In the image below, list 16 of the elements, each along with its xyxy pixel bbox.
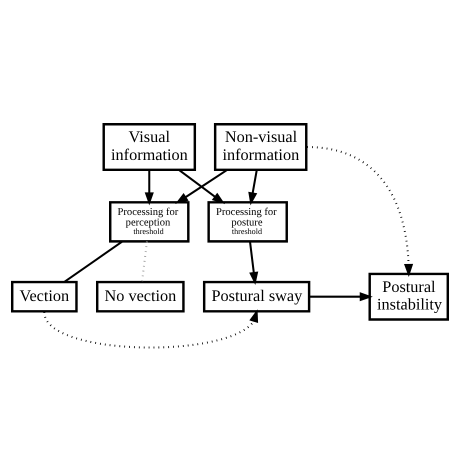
node-box: No vection bbox=[96, 280, 185, 313]
connector bbox=[64, 240, 123, 283]
node-box: Postural sway bbox=[202, 280, 310, 313]
arrow bbox=[307, 146, 414, 277]
node-box: Processing for perception threshold bbox=[109, 201, 190, 243]
arrow bbox=[43, 309, 258, 348]
arrow bbox=[309, 292, 373, 302]
node-box: Postural instability bbox=[368, 272, 450, 321]
node-box: Visual information bbox=[102, 123, 196, 172]
node-box: Processing for posture threshold bbox=[207, 201, 288, 243]
connector bbox=[141, 241, 148, 282]
arrow bbox=[248, 170, 258, 206]
node-box: Non-visual information bbox=[214, 123, 308, 172]
node-box: Vection bbox=[11, 280, 78, 313]
arrow bbox=[144, 170, 154, 206]
arrow bbox=[248, 241, 258, 285]
